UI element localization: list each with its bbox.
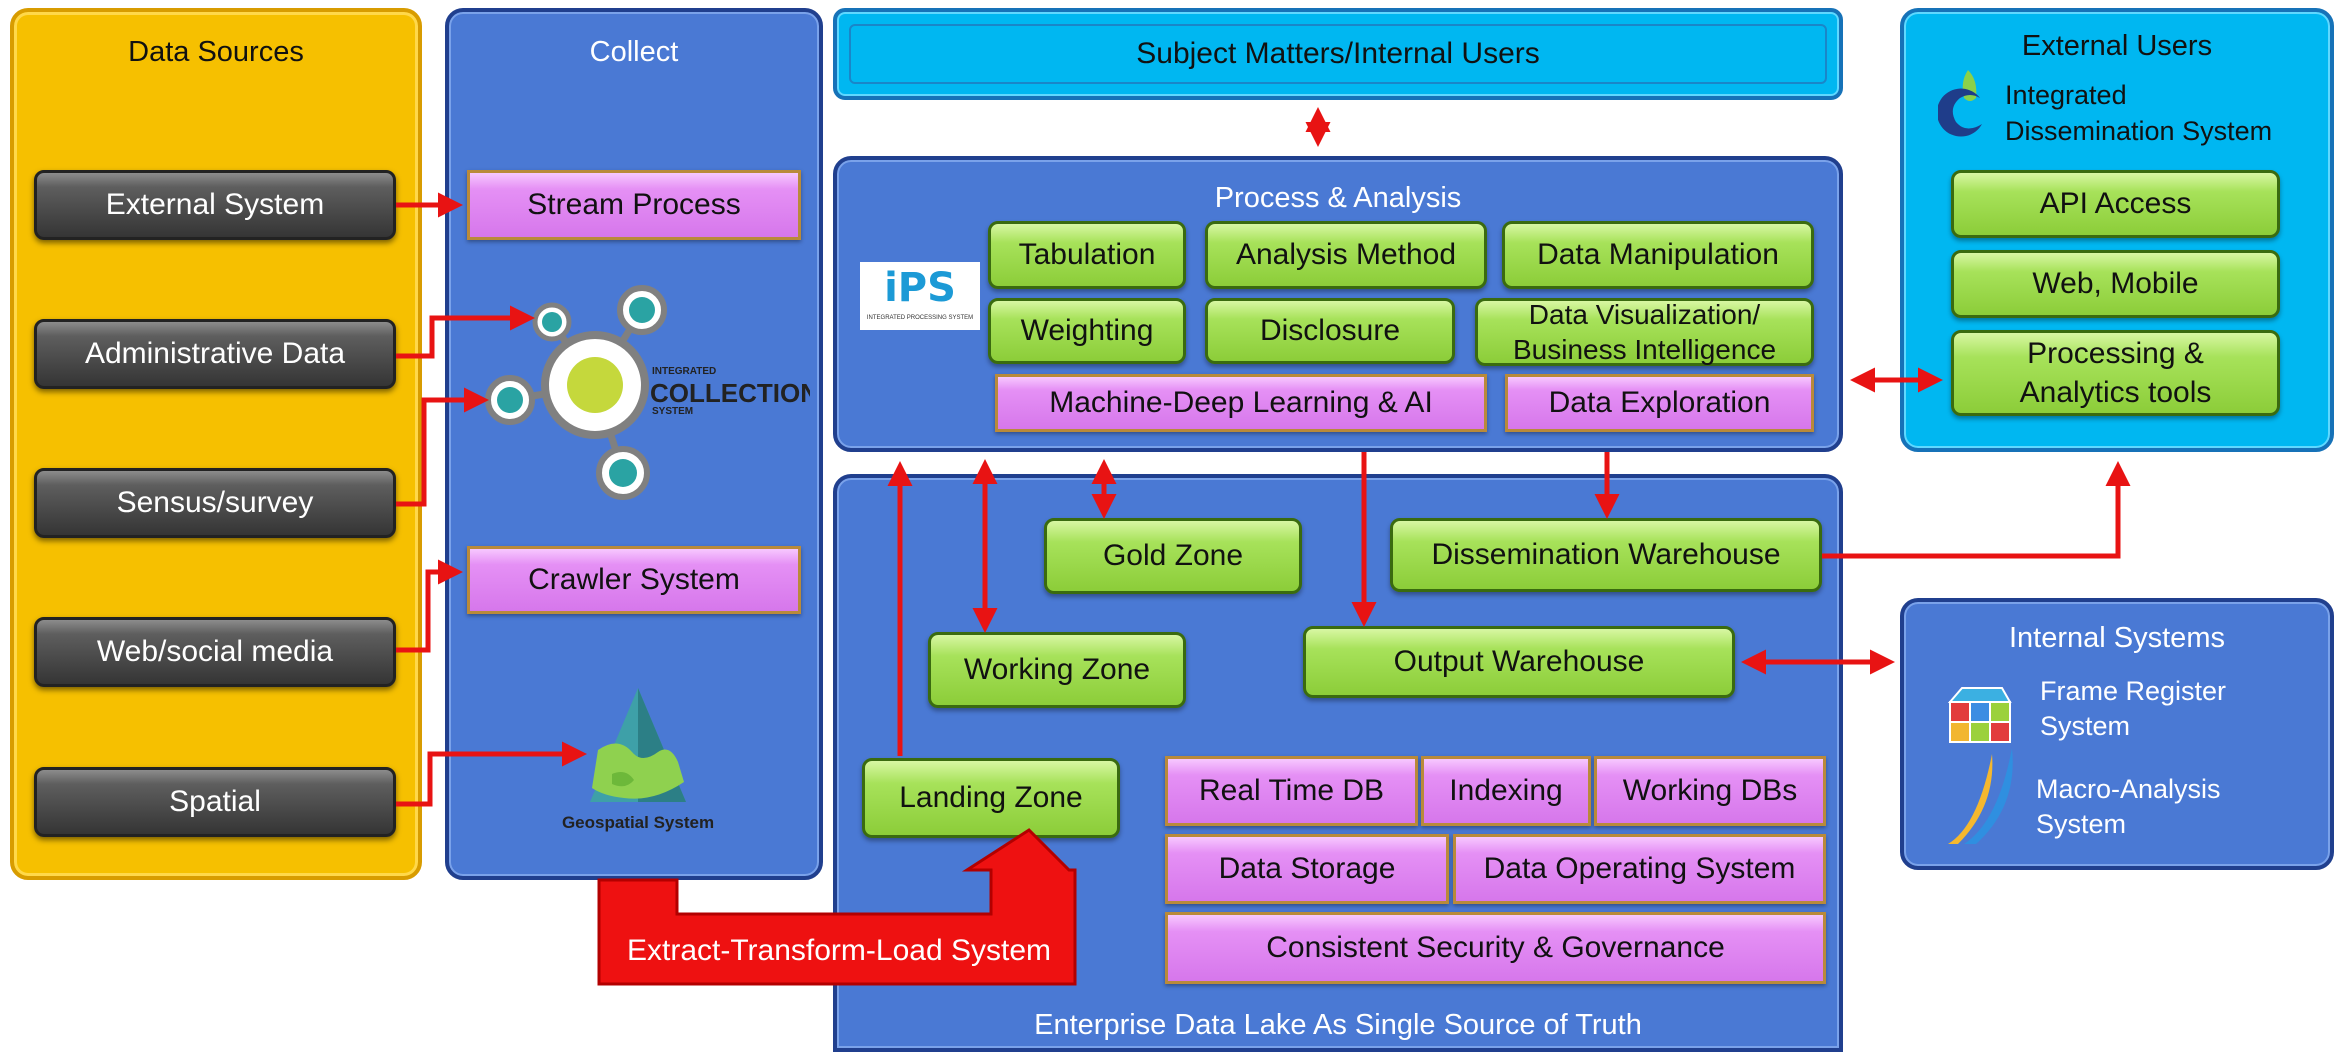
weighting-box[interactable]: Weighting [988, 298, 1186, 364]
security-governance-box[interactable]: Consistent Security & Governance [1165, 912, 1826, 984]
dissemination-system-label: Integrated Dissemination System [2005, 78, 2325, 150]
gold-zone-box[interactable]: Gold Zone [1044, 518, 1302, 594]
svg-text:COLLECTION: COLLECTION [650, 378, 810, 408]
working-zone-box[interactable]: Working Zone [928, 632, 1186, 708]
macro-analysis-line1: Macro-Analysis [2036, 774, 2221, 804]
frame-register-line2: System [2040, 711, 2131, 742]
process-analysis-title: Process & Analysis [1214, 182, 1462, 214]
stream-process-box[interactable]: Stream Process [467, 170, 801, 240]
data-storage-box[interactable]: Data Storage [1165, 834, 1449, 904]
ips-logo: iPS INTEGRATED PROCESSING SYSTEM [860, 262, 980, 330]
geospatial-system-logo: Geospatial System [562, 688, 714, 832]
data-manipulation-box[interactable]: Data Manipulation [1502, 221, 1814, 289]
working-dbs-box[interactable]: Working DBs [1594, 756, 1826, 826]
processing-line1: Processing & [2027, 337, 2204, 370]
etl-system-label[interactable]: Extract-Transform-Load System [627, 934, 1051, 967]
macro-analysis-label: Macro-Analysis System [2036, 772, 2316, 842]
subject-matters-label: Subject Matters/Internal Users [1136, 37, 1540, 70]
analysis-method-box[interactable]: Analysis Method [1205, 221, 1487, 289]
dissemination-line2: Dissemination System [2005, 115, 2273, 146]
frame-register-line1: Frame Register [2040, 676, 2227, 706]
subject-matters-banner[interactable]: Subject Matters/Internal Users [833, 8, 1843, 100]
processing-analytics-box[interactable]: Processing & Analytics tools [1951, 330, 2280, 416]
svg-text:INTEGRATED: INTEGRATED [652, 366, 716, 377]
data-visualization-line2: Business Intelligence [1512, 334, 1777, 365]
arrow-dissemination-to-external [1822, 461, 2131, 559]
api-access-box[interactable]: API Access [1951, 170, 2280, 238]
web-mobile-box[interactable]: Web, Mobile [1951, 250, 2280, 318]
source-external-system[interactable]: External System [34, 170, 396, 240]
landing-zone-box[interactable]: Landing Zone [862, 758, 1120, 838]
data-sources-title: Data Sources [128, 36, 304, 68]
tabulation-box[interactable]: Tabulation [988, 221, 1186, 289]
macro-analysis-swoosh-icon [1948, 748, 2013, 844]
disclosure-box[interactable]: Disclosure [1205, 298, 1455, 364]
collection-system-logo: INTEGRATED COLLECTION SYSTEM [485, 285, 810, 500]
data-sources-panel: Data Sources [10, 8, 422, 880]
internal-systems-title: Internal Systems [2009, 622, 2225, 654]
dissemination-system-logo [1938, 70, 1982, 137]
processing-line2: Analytics tools [2019, 376, 2212, 409]
source-administrative-data[interactable]: Administrative Data [34, 319, 396, 389]
source-spatial[interactable]: Spatial [34, 767, 396, 837]
frame-register-label: Frame Register System [2040, 674, 2320, 744]
dissemination-warehouse-box[interactable]: Dissemination Warehouse [1390, 518, 1822, 592]
crawler-system-box[interactable]: Crawler System [467, 546, 801, 614]
ips-logo-text: iPS [884, 265, 956, 311]
data-visualization-box[interactable]: Data Visualization/ Business Intelligenc… [1475, 298, 1814, 366]
svg-text:Geospatial System: Geospatial System [562, 813, 714, 832]
etl-system-shape [597, 828, 1077, 986]
svg-text:SYSTEM: SYSTEM [652, 406, 693, 417]
data-lake-footer: Enterprise Data Lake As Single Source of… [1034, 1009, 1642, 1041]
ml-ai-box[interactable]: Machine-Deep Learning & AI [995, 374, 1487, 432]
indexing-box[interactable]: Indexing [1421, 756, 1591, 826]
macro-analysis-line2: System [2036, 809, 2127, 840]
data-exploration-box[interactable]: Data Exploration [1505, 374, 1814, 432]
output-warehouse-box[interactable]: Output Warehouse [1303, 626, 1735, 698]
source-web-social-media[interactable]: Web/social media [34, 617, 396, 687]
external-users-title: External Users [2021, 30, 2213, 62]
dissemination-line1: Integrated [2005, 80, 2127, 110]
data-visualization-line1: Data Visualization/ [1528, 299, 1761, 330]
data-operating-system-box[interactable]: Data Operating System [1453, 834, 1826, 904]
source-sensus-survey[interactable]: Sensus/survey [34, 468, 396, 538]
collect-title: Collect [589, 36, 679, 68]
real-time-db-box[interactable]: Real Time DB [1165, 756, 1418, 826]
frame-register-cube-icon [1947, 687, 2012, 743]
ips-logo-subtitle: INTEGRATED PROCESSING SYSTEM [866, 315, 974, 321]
